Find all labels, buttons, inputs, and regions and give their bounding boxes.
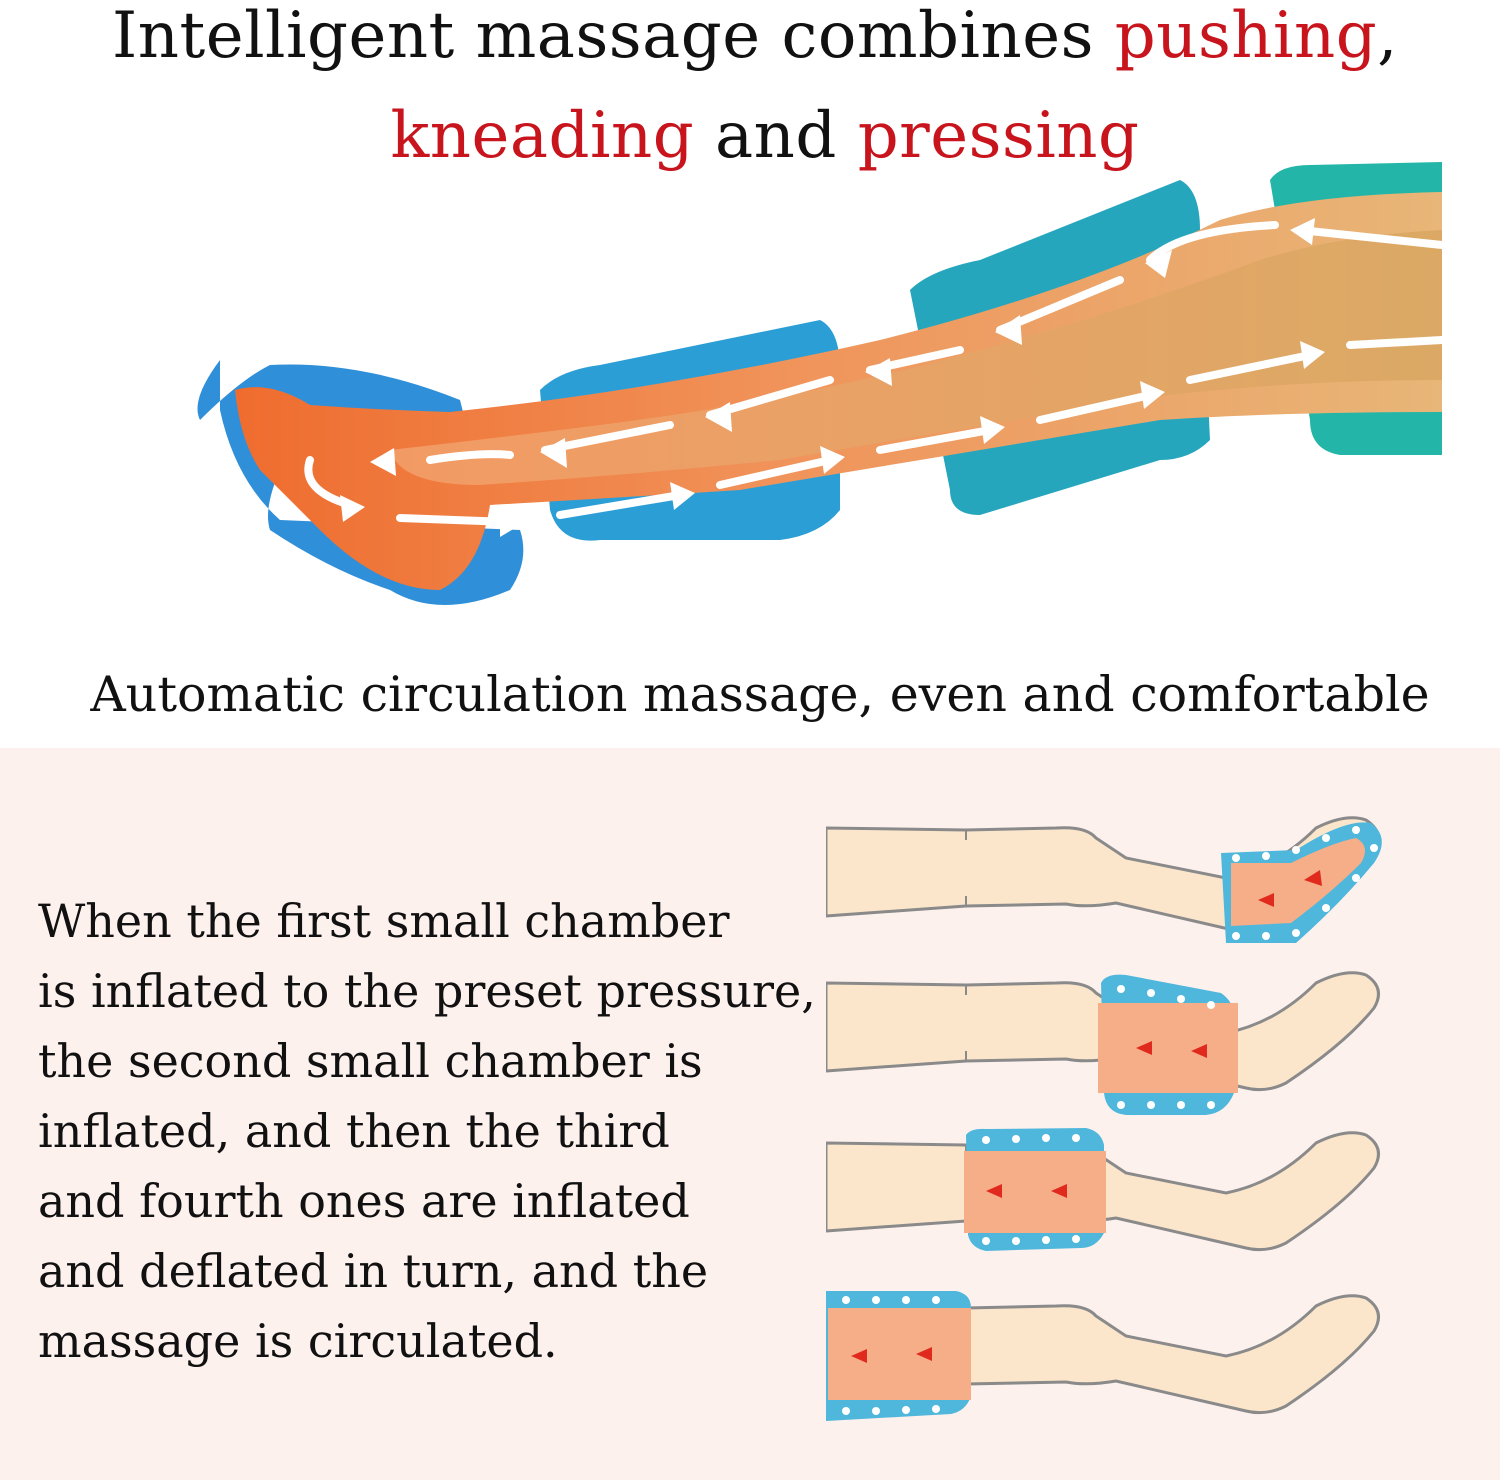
description-line: When the first small chamber [38, 894, 730, 948]
headline-segment: and [694, 99, 858, 173]
step-2-calf-chamber [826, 971, 1380, 1115]
highlight-word-pressing: pressing [857, 99, 1140, 173]
subtitle: Automatic circulation massage, even and … [90, 666, 1430, 723]
description-line: massage is circulated. [38, 1314, 558, 1368]
headline-segment: Intelligent massage combines [111, 0, 1115, 73]
headline-line-1: Intelligent massage combines pushing, [0, 4, 1500, 68]
step-4-thigh-chamber [826, 1291, 1380, 1421]
description-line: and deflated in turn, and the [38, 1244, 709, 1298]
headline-segment: , [1377, 0, 1399, 73]
step-3-knee-chamber [826, 1128, 1380, 1252]
chamber-sequence-diagram [826, 816, 1382, 1421]
leg-inner-glow [390, 230, 1442, 485]
leg-circulation-illustration [197, 162, 1446, 605]
description-text: When the first small chamber is inflated… [38, 886, 838, 1376]
highlight-word-pushing: pushing [1114, 0, 1378, 73]
description-line: and fourth ones are inflated [38, 1174, 690, 1228]
arrowheads [340, 218, 1325, 537]
description-line: inflated, and then the third [38, 1104, 670, 1158]
description-line: the second small chamber is [38, 1034, 703, 1088]
step-1-foot-chamber [826, 816, 1382, 943]
description-line: is inflated to the preset pressure, [38, 964, 816, 1018]
headline-line-2: kneading and pressing [0, 104, 1500, 168]
highlight-word-kneading: kneading [390, 99, 695, 173]
